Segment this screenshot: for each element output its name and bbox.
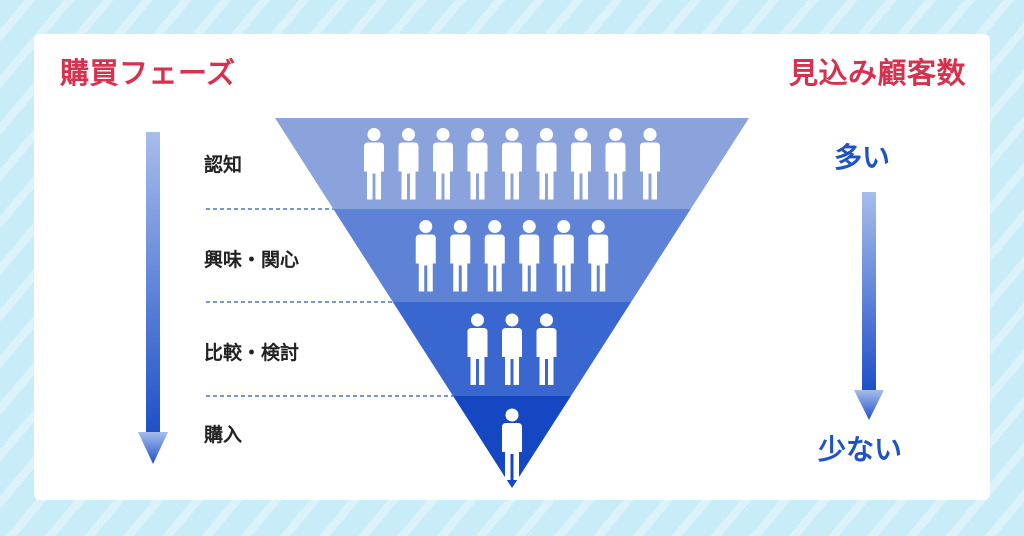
person-icon	[467, 128, 488, 200]
down-arrow-icon	[138, 132, 168, 464]
stage-label-comparison: 比較・検討	[204, 342, 300, 364]
person-icon	[571, 128, 591, 200]
person-icon	[536, 128, 557, 200]
person-icon	[502, 128, 522, 200]
person-icon	[519, 220, 540, 292]
purchase-phase-title: 購買フェーズ	[60, 56, 236, 90]
person-icon	[415, 220, 436, 292]
prospect-count-title: 見込み顧客数	[788, 56, 966, 90]
down-arrow-icon	[854, 192, 884, 420]
person-icon	[605, 128, 626, 200]
person-icon	[536, 313, 557, 385]
stage-label-interest: 興味・関心	[204, 249, 300, 271]
person-icon	[364, 128, 384, 200]
person-icon	[640, 128, 660, 200]
person-icon	[433, 128, 453, 200]
person-icon	[398, 128, 419, 200]
funnel-band-2	[333, 209, 691, 302]
person-icon	[450, 220, 471, 292]
person-icon	[484, 220, 505, 292]
stage-label-awareness: 認知	[204, 154, 243, 176]
stage-label-purchase: 購入	[204, 424, 243, 446]
count-few-label: 少ない	[818, 433, 903, 466]
count-many-label: 多い	[834, 141, 891, 174]
person-icon	[588, 220, 609, 292]
person-icon	[502, 408, 522, 480]
person-icon	[502, 313, 522, 385]
person-icon	[467, 313, 488, 385]
person-icon	[553, 220, 574, 292]
